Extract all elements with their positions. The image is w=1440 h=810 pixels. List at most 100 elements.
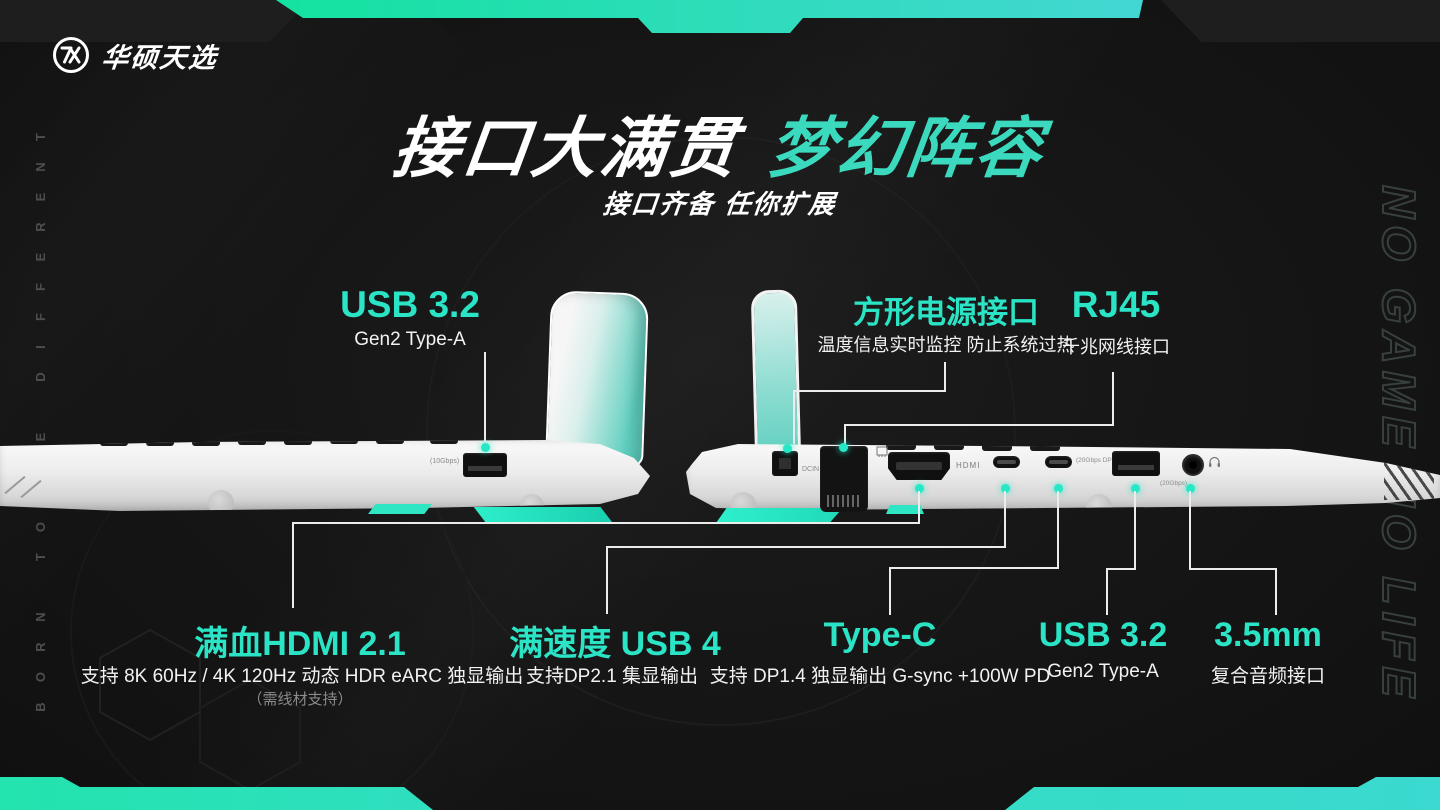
- vent-notch: [430, 440, 458, 444]
- callout-usb32-right-desc: Gen2 Type-A: [1047, 661, 1159, 682]
- brand-name: 华硕天选: [100, 42, 220, 73]
- connector-line: [484, 352, 486, 444]
- connector-line: [889, 567, 1059, 569]
- vent-notch: [284, 440, 312, 445]
- port-rj45: [820, 446, 868, 512]
- speaker-slit: [4, 475, 26, 495]
- callout-rj45-title: RJ45: [1071, 284, 1161, 325]
- port-dot-rj45: [839, 443, 848, 452]
- port-dot-usb-a-left: [481, 443, 490, 452]
- callout-usb4-desc: 支持DP2.1 集显输出: [525, 666, 699, 687]
- underglow-light: [473, 507, 612, 522]
- underglow-light: [886, 505, 924, 514]
- vent-notch: [982, 446, 1012, 451]
- connector-line: [1189, 568, 1277, 570]
- port-dc-in: [772, 451, 798, 476]
- ethernet-icon: [876, 446, 888, 457]
- connector-line: [944, 362, 946, 392]
- connector-line: [793, 390, 795, 444]
- vent-notch: [376, 440, 404, 444]
- watermark-ring-large: [426, 136, 1016, 726]
- left-laptop-antenna-fin: [544, 290, 650, 468]
- callout-type-c-title: Type-C: [823, 616, 937, 654]
- callout-35mm-desc: 复合音频接口: [1210, 666, 1326, 687]
- port-usb-c-2: [1045, 456, 1072, 468]
- connector-line: [292, 522, 920, 524]
- connector-line: [606, 546, 608, 614]
- dc-in-marking: DCIN: [802, 466, 820, 473]
- vent-notch: [934, 445, 964, 450]
- callout-dcin-desc: 温度信息实时监控 防止系统过热: [817, 335, 1075, 355]
- hex-pattern: [99, 628, 301, 790]
- hdmi-marking: HDMI: [956, 461, 981, 470]
- bottom-right-teal-banner: [1005, 777, 1440, 810]
- vent-notch: [886, 445, 916, 450]
- callout-dcin-title: 方形电源接口: [853, 295, 1039, 330]
- underglow-light: [368, 504, 432, 514]
- connector-line: [606, 546, 1006, 548]
- callout-usb4-title: 满速度 USB 4: [509, 625, 721, 663]
- port-dot-type-c: [1054, 484, 1063, 493]
- port-usb-a-left: [463, 453, 507, 477]
- connector-line: [292, 522, 294, 608]
- connector-line: [918, 491, 920, 524]
- connector-line: [1106, 568, 1136, 570]
- callout-usb32-left-desc: Gen2 Type-A: [354, 329, 466, 350]
- top-right-corner-shape: [1161, 0, 1440, 42]
- connector-line: [1057, 491, 1059, 569]
- tianxuan-logo-icon: [53, 37, 89, 73]
- port-hdmi: [888, 452, 950, 480]
- underglow-light: [716, 508, 843, 523]
- brand-logo: 华硕天选: [50, 34, 220, 76]
- rubber-foot: [208, 490, 234, 511]
- connector-line: [793, 390, 946, 392]
- callout-hdmi-note: （需线材支持）: [247, 691, 353, 708]
- port-usb-a-right: [1112, 451, 1160, 476]
- callout-hdmi-desc: 支持 8K 60Hz / 4K 120Hz 动态 HDR eARC 独显输出: [80, 666, 524, 687]
- rubber-foot: [730, 492, 756, 510]
- rubber-foot: [1086, 494, 1112, 510]
- port-dot-usb32-right: [1131, 484, 1140, 493]
- usb-a-left-marking: (10Gbps): [430, 458, 460, 465]
- vent-notch: [192, 440, 220, 446]
- connector-line: [1134, 491, 1136, 570]
- callout-35mm-title: 3.5mm: [1214, 616, 1322, 654]
- connector-line: [889, 567, 891, 615]
- port-dot-dc-in: [783, 444, 792, 453]
- callout-rj45-desc: 千兆网线接口: [1062, 337, 1170, 357]
- usb-c-marking: (20Gbps DP): [1076, 457, 1114, 464]
- port-dot-usb4: [1001, 484, 1010, 493]
- connector-line: [844, 424, 1114, 426]
- connector-line: [1189, 491, 1191, 570]
- page-subtitle: 接口齐备 任你扩展: [601, 189, 839, 219]
- connector-line: [844, 424, 846, 446]
- headset-icon: [1209, 456, 1220, 467]
- port-usb-c-1: [993, 456, 1020, 468]
- title-accent: 梦幻阵容: [764, 111, 1050, 185]
- page-title: 接口大满贯梦幻阵容: [0, 95, 1440, 191]
- connector-line: [1275, 568, 1277, 615]
- top-left-corner-shape: [0, 0, 310, 42]
- port-dot-audio: [1186, 484, 1195, 493]
- callout-type-c-desc: 支持 DP1.4 独显输出 G-sync +100W PD: [709, 666, 1051, 687]
- watermark-ring-small: [70, 430, 474, 810]
- vent-notch: [238, 440, 266, 445]
- vent-notch: [1030, 446, 1060, 451]
- title-main: 接口大满贯: [389, 111, 744, 185]
- callout-usb32-left-title: USB 3.2: [340, 284, 480, 325]
- callout-usb32-right-title: USB 3.2: [1038, 616, 1168, 654]
- connector-line: [1106, 568, 1108, 615]
- port-dot-hdmi: [915, 484, 924, 493]
- speaker-slit: [20, 479, 42, 499]
- connector-line: [1112, 372, 1114, 426]
- callout-hdmi-title: 满血HDMI 2.1: [194, 625, 406, 663]
- vent-notch: [330, 440, 358, 444]
- vent-notch: [146, 440, 174, 446]
- laptop-right-side-view: [686, 444, 1440, 510]
- laptop-left-side-view: [0, 440, 650, 511]
- usb-a-marking: (20Gbps): [1160, 480, 1188, 487]
- port-audio-jack: [1182, 454, 1204, 476]
- right-vertical-text: NO GAME NO LIFE: [1372, 184, 1426, 705]
